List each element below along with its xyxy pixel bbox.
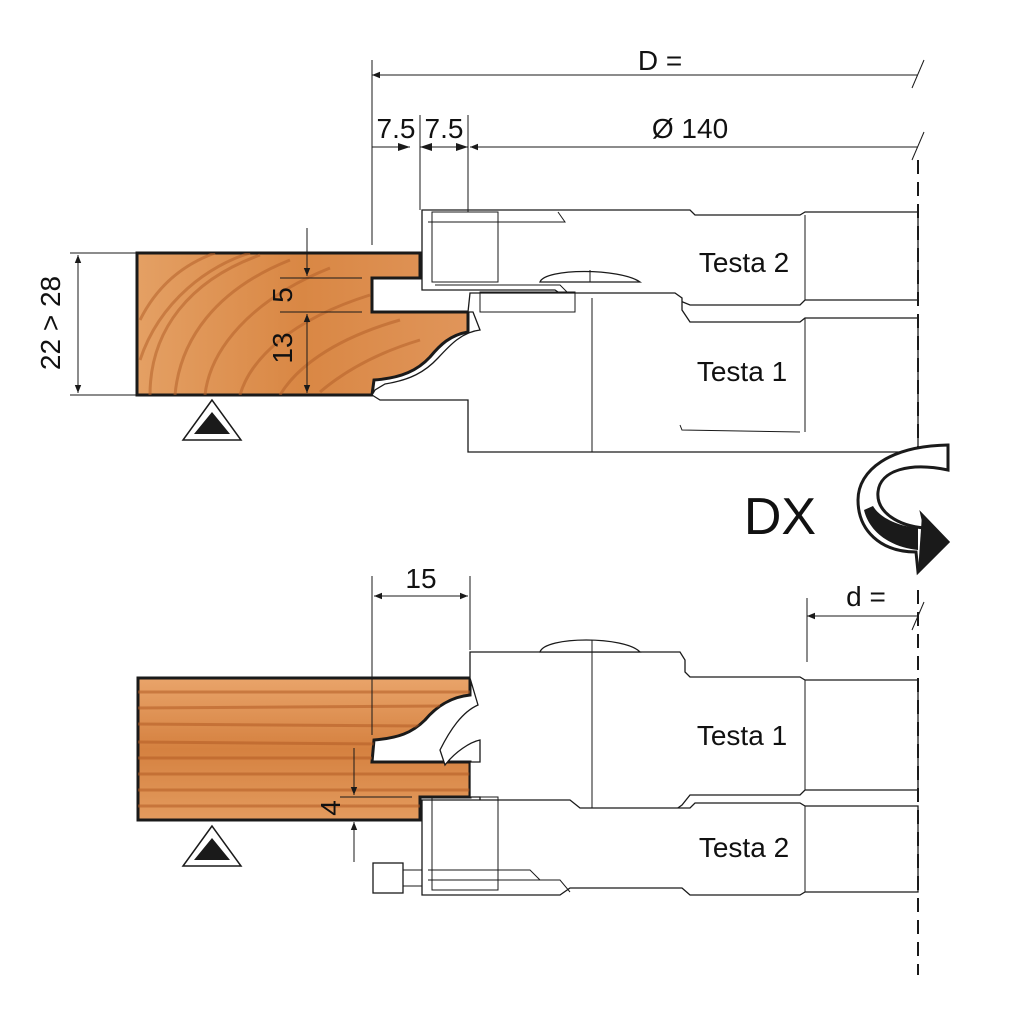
dimension-groove: 5 13 <box>267 228 362 393</box>
dimension-tenon-depth: 15 <box>371 563 471 735</box>
dimension-cut-right: 7.5 <box>425 113 464 144</box>
top-upper-head-label: Testa 2 <box>699 247 789 278</box>
bottom-lower-head-label: Testa 2 <box>699 832 789 863</box>
top-head-testa-1 <box>371 291 919 453</box>
dimension-groove-offset-label: 13 <box>267 332 298 363</box>
bottom-wood-grain <box>138 690 470 808</box>
top-assembly: D = 7.5 7.5 Ø 140 22 > 28 <box>35 45 925 455</box>
dimension-thickness-label: 22 > 28 <box>35 276 66 370</box>
bottom-head-testa-1 <box>439 639 919 811</box>
bottom-workpiece <box>136 676 472 822</box>
rotation-label: DX <box>744 488 816 546</box>
dimension-diameter: 7.5 7.5 Ø 140 <box>372 113 925 212</box>
dimension-bore: d = <box>806 581 925 662</box>
dimension-cut-left: 7.5 <box>377 113 416 144</box>
dimension-thickness: 22 > 28 <box>35 252 137 396</box>
top-feed-triangle <box>181 398 243 441</box>
bottom-feed-triangle <box>181 824 243 867</box>
dimension-tenon-depth-label: 15 <box>405 563 436 594</box>
dimension-tenon-offset: 4 <box>315 748 412 862</box>
dimension-diameter-label: Ø 140 <box>652 113 728 144</box>
bottom-assembly: 15 4 d = Testa 1 Testa 2 <box>136 563 925 975</box>
bottom-upper-head-label: Testa 1 <box>697 720 787 751</box>
top-workpiece <box>135 251 470 397</box>
rotation-arrow-icon <box>856 443 951 576</box>
dimension-tenon-offset-label: 4 <box>315 800 346 816</box>
dimension-bore-label: d = <box>846 581 886 612</box>
dimension-D: D = <box>371 45 925 245</box>
top-lower-head-label: Testa 1 <box>697 356 787 387</box>
top-head-testa-2 <box>421 209 919 306</box>
dimension-D-label: D = <box>638 45 682 76</box>
rotation-indicator: DX <box>744 443 951 576</box>
bottom-head-testa-2 <box>372 796 919 896</box>
top-wood-grain <box>138 253 421 395</box>
dimension-groove-width-label: 5 <box>267 287 298 303</box>
